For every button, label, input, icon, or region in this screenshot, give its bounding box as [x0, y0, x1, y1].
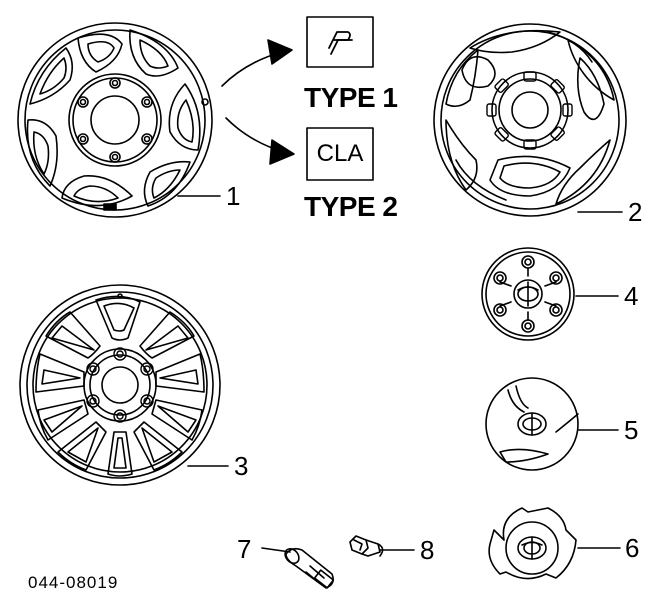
leader-line-7 [261, 547, 291, 553]
type2-box-text: CLA [316, 140, 364, 167]
part-number-2: 2 [628, 197, 643, 227]
wheel-1-drawing [17, 22, 213, 218]
stylized-p-logo-icon [328, 31, 353, 55]
center-cap-4-drawing [481, 247, 575, 341]
center-cap-5-drawing [485, 377, 579, 471]
type2-label: TYPE 2 [304, 191, 398, 222]
part-number-5: 5 [624, 415, 639, 445]
part-number-4: 4 [624, 281, 639, 311]
part-number-6: 6 [625, 533, 640, 563]
valve-stem-7-drawing [284, 547, 335, 589]
part-number-1: 1 [226, 181, 241, 211]
wheel-2-drawing [433, 23, 627, 217]
type2-box [306, 127, 374, 181]
lug-nut-8-drawing [349, 535, 384, 557]
part-number-3: 3 [234, 451, 249, 481]
part-number-7: 7 [237, 534, 252, 564]
type-arrows [221, 39, 295, 165]
type1-box [306, 16, 374, 68]
center-cap-6-drawing [488, 507, 577, 580]
wheel-3-drawing [19, 284, 221, 486]
part-number-8: 8 [420, 535, 435, 565]
type1-label: TYPE 1 [304, 82, 398, 113]
catalog-code: 044-08019 [28, 573, 119, 592]
